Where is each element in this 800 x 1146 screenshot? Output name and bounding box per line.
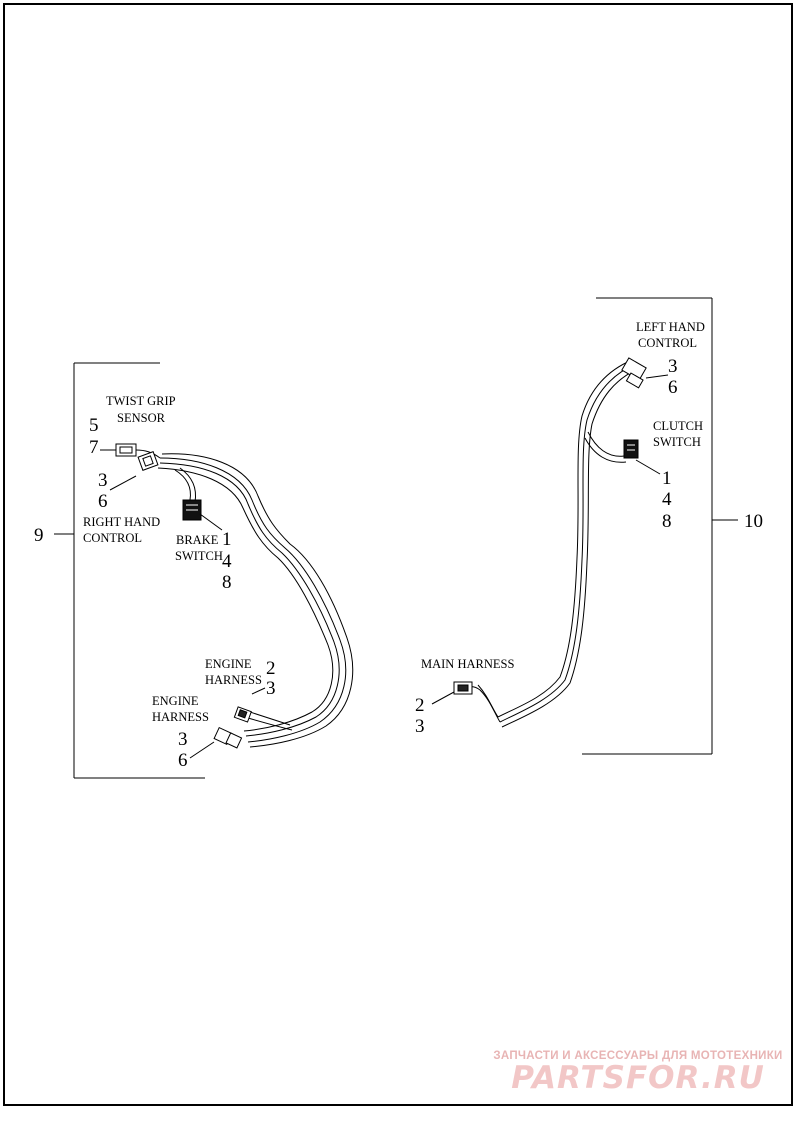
main-harness-label: MAIN HARNESS	[421, 657, 514, 671]
bracket-item-9	[54, 362, 205, 779]
page-border	[3, 3, 793, 1106]
engine-a-label-line1: ENGINE	[205, 657, 252, 671]
brake-label-line1: BRAKE	[176, 533, 219, 547]
callout-clutch-1: 1	[662, 468, 672, 489]
callout-engine-b-2: 6	[178, 750, 188, 771]
left-hand-label-line1: LEFT HAND	[636, 320, 705, 334]
left-leader-lines	[100, 449, 266, 759]
main-harness-connector	[453, 681, 473, 695]
callout-engine-b-1: 3	[178, 729, 188, 750]
clutch-label-line2: SWITCH	[653, 435, 701, 449]
right-hand-label-line1: RIGHT HAND	[83, 515, 160, 529]
bracket-item-10	[582, 297, 738, 755]
callout-engine-a-1: 2	[266, 658, 276, 679]
brake-label-line2: SWITCH	[175, 549, 223, 563]
callout-main-harness-1: 2	[415, 695, 425, 716]
callout-right-hand-2: 6	[98, 491, 108, 512]
callout-left-hand-1: 3	[668, 356, 678, 377]
callout-main-harness-2: 3	[415, 716, 425, 737]
engine-a-label-line2: HARNESS	[205, 673, 262, 687]
item-number-9: 9	[34, 525, 44, 546]
engine-harness-connector-lower	[213, 726, 243, 749]
watermark-tagline: ЗАПЧАСТИ И АКСЕССУАРЫ ДЛЯ МОТОТЕХНИКИ	[493, 1050, 783, 1062]
left-hand-label-line2: CONTROL	[638, 336, 697, 350]
callout-twist-grip-2: 7	[89, 437, 99, 458]
watermark-logo: PARTSFOR.RU	[511, 1060, 765, 1096]
callout-right-hand-1: 3	[98, 470, 108, 491]
twist-grip-connector	[115, 443, 161, 459]
callout-twist-grip-1: 5	[89, 415, 99, 436]
clutch-label-line1: CLUTCH	[653, 419, 703, 433]
left-hand-control-connector	[621, 357, 647, 389]
callout-clutch-2: 4	[662, 489, 672, 510]
callout-engine-a-2: 3	[266, 678, 276, 699]
twist-grip-label-line2: SENSOR	[117, 411, 166, 425]
engine-b-label-line1: ENGINE	[152, 694, 199, 708]
clutch-switch-connector	[623, 439, 639, 459]
engine-harness-connector-upper	[233, 706, 252, 723]
right-leader-lines	[431, 374, 669, 705]
twist-grip-label-line1: TWIST GRIP	[106, 394, 176, 408]
right-hand-control-connector	[137, 451, 159, 471]
callout-brake-3: 8	[222, 572, 232, 593]
right-hand-control-harness	[157, 453, 354, 748]
engine-b-label-line2: HARNESS	[152, 710, 209, 724]
watermark: ЗАПЧАСТИ И АКСЕССУАРЫ ДЛЯ МОТОТЕХНИКИ PA…	[488, 1050, 788, 1096]
left-hand-control-harness	[465, 359, 641, 728]
callout-clutch-3: 8	[662, 511, 672, 532]
callout-brake-1: 1	[222, 529, 232, 550]
item-number-10: 10	[744, 511, 763, 532]
right-hand-label-line2: CONTROL	[83, 531, 142, 545]
callout-left-hand-2: 6	[668, 377, 678, 398]
brake-switch-connector	[182, 499, 202, 521]
callout-brake-2: 4	[222, 551, 232, 572]
